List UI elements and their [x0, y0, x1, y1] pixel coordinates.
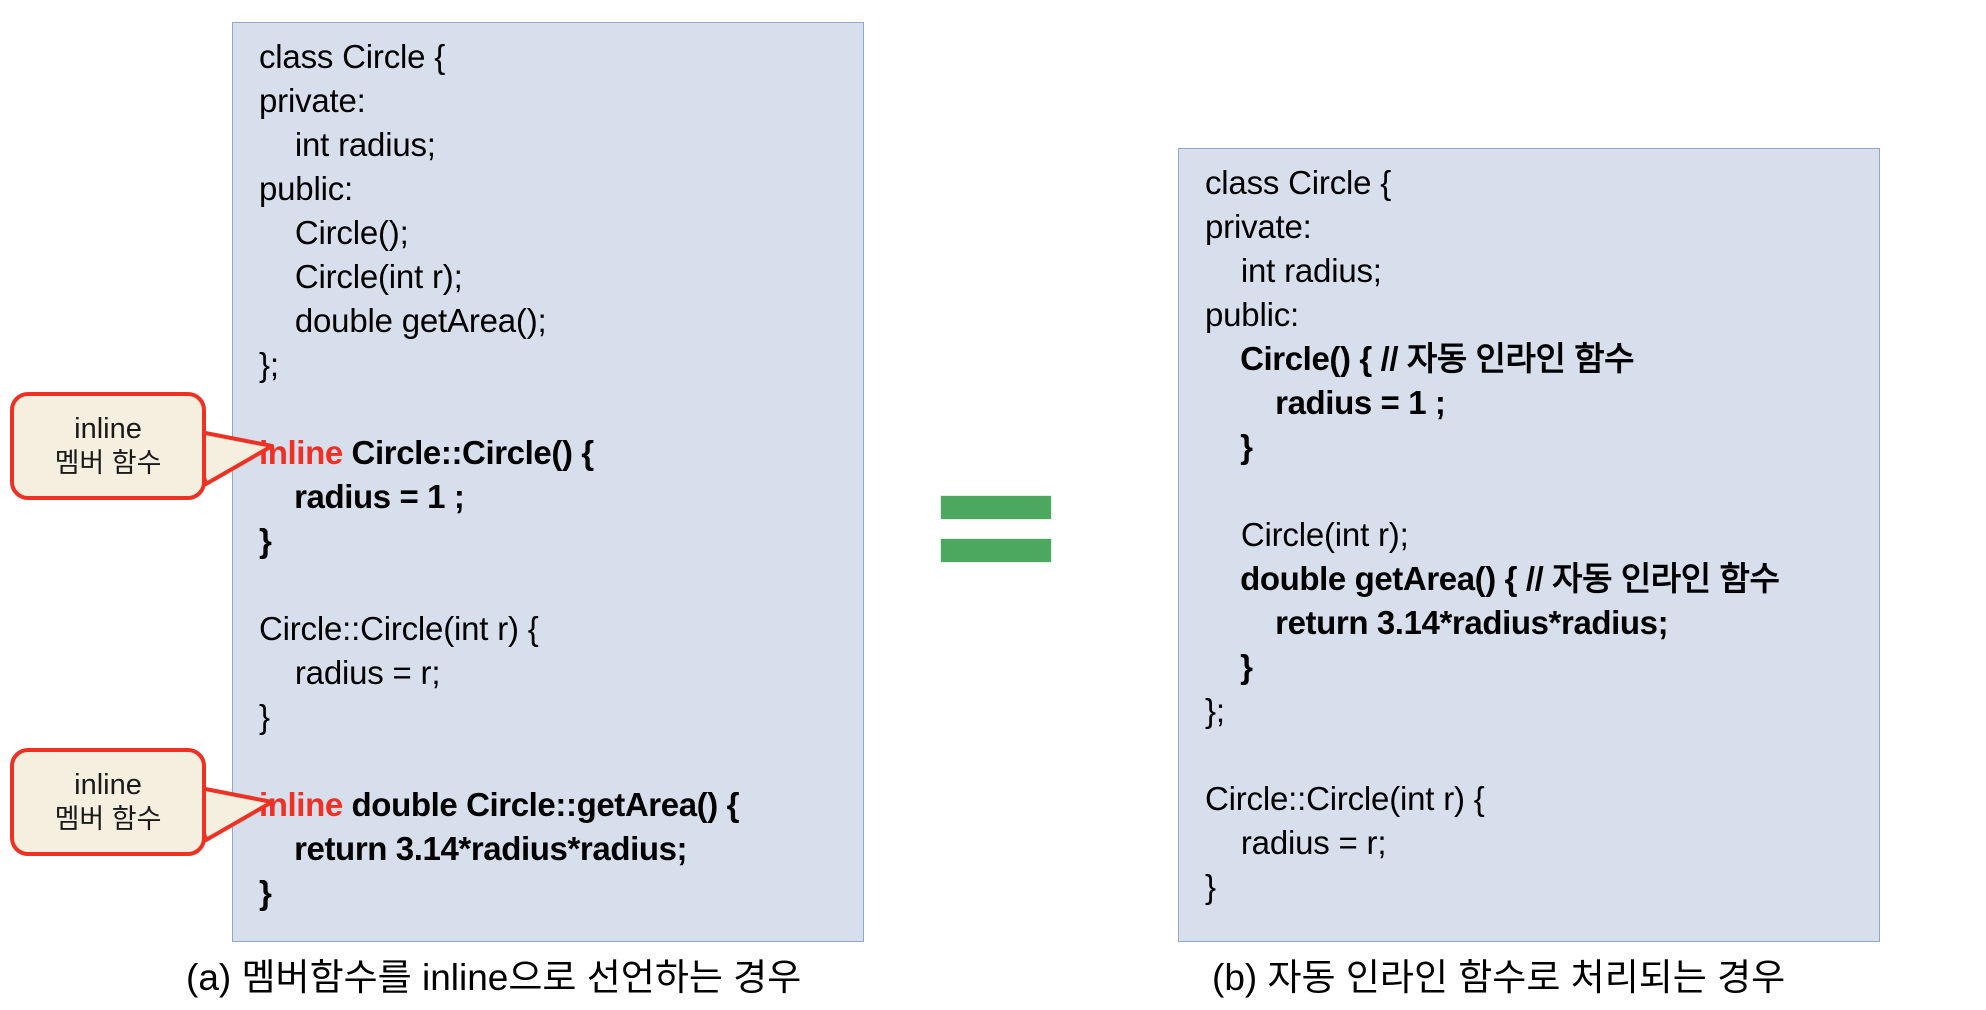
- code-line: inline double Circle::getArea() {: [259, 786, 740, 823]
- code-lines-a: class Circle { private: int radius; public…: [259, 35, 857, 915]
- code-line: radius = r;: [1205, 824, 1387, 861]
- keyword-inline: inline: [259, 434, 343, 471]
- callout-bubble: inline 멤버 함수: [10, 748, 206, 856]
- code-lines-b: class Circle { private: int radius; public…: [1205, 161, 1873, 909]
- code-line: private:: [259, 82, 366, 119]
- code-line: }: [1205, 428, 1253, 465]
- keyword-inline: inline: [259, 786, 343, 823]
- code-line: int radius;: [1205, 252, 1382, 289]
- code-panel-b: class Circle { private: int radius; public…: [1178, 148, 1880, 942]
- code-line: double getArea();: [259, 302, 547, 339]
- code-panel-a: class Circle { private: int radius; public…: [232, 22, 864, 942]
- code-line: [1205, 733, 1873, 777]
- equals-bar-bottom: [940, 538, 1052, 563]
- callout-line-2: 멤버 함수: [54, 448, 162, 478]
- code-line: };: [259, 346, 279, 383]
- equals-sign-icon: [940, 495, 1052, 563]
- code-line: class Circle {: [259, 38, 446, 75]
- code-line: Circle(int r);: [259, 258, 463, 295]
- code-line: Circle::Circle(int r) {: [259, 610, 539, 647]
- code-line: Circle();: [259, 214, 409, 251]
- callout-bubble: inline 멤버 함수: [10, 392, 206, 500]
- code-line: private:: [1205, 208, 1312, 245]
- code-line: };: [1205, 692, 1225, 729]
- equals-bar-top: [940, 495, 1052, 520]
- code-line: [259, 563, 857, 607]
- callout-inline-member-function-2: inline 멤버 함수: [10, 748, 274, 856]
- code-line: double getArea() { // 자동 인라인 함수: [1205, 560, 1780, 597]
- code-line: [259, 387, 857, 431]
- code-line: [259, 739, 857, 783]
- code-line: radius = r;: [259, 654, 441, 691]
- callout-line-2: 멤버 함수: [54, 804, 162, 834]
- code-line: public:: [1205, 296, 1299, 333]
- code-line: [1205, 469, 1873, 513]
- callout-line-1: inline: [74, 769, 142, 801]
- code-line: return 3.14*radius*radius;: [1205, 604, 1669, 641]
- code-line: radius = 1 ;: [259, 478, 465, 515]
- code-line: Circle() { // 자동 인라인 함수: [1205, 340, 1635, 377]
- code-comment: // 자동 인라인 함수: [1525, 560, 1780, 597]
- code-line: inline Circle::Circle() {: [259, 434, 594, 471]
- code-line: Circle(int r);: [1205, 516, 1409, 553]
- caption-panel-b: (b) 자동 인라인 함수로 처리되는 경우: [1212, 957, 1786, 998]
- code-line: Circle::Circle(int r) {: [1205, 780, 1485, 817]
- code-line: }: [259, 698, 270, 735]
- code-comment: // 자동 인라인 함수: [1380, 340, 1635, 377]
- callout-inline-member-function-1: inline 멤버 함수: [10, 392, 274, 500]
- code-line: public:: [259, 170, 353, 207]
- code-line: }: [1205, 868, 1216, 905]
- code-line: radius = 1 ;: [1205, 384, 1446, 421]
- callout-line-1: inline: [74, 413, 142, 445]
- code-line: class Circle {: [1205, 164, 1392, 201]
- code-line: }: [259, 874, 272, 911]
- code-line: int radius;: [259, 126, 436, 163]
- code-line: }: [259, 522, 272, 559]
- caption-panel-a: (a) 멤버함수를 inline으로 선언하는 경우: [186, 957, 802, 998]
- code-line: return 3.14*radius*radius;: [259, 830, 688, 867]
- code-line: }: [1205, 648, 1253, 685]
